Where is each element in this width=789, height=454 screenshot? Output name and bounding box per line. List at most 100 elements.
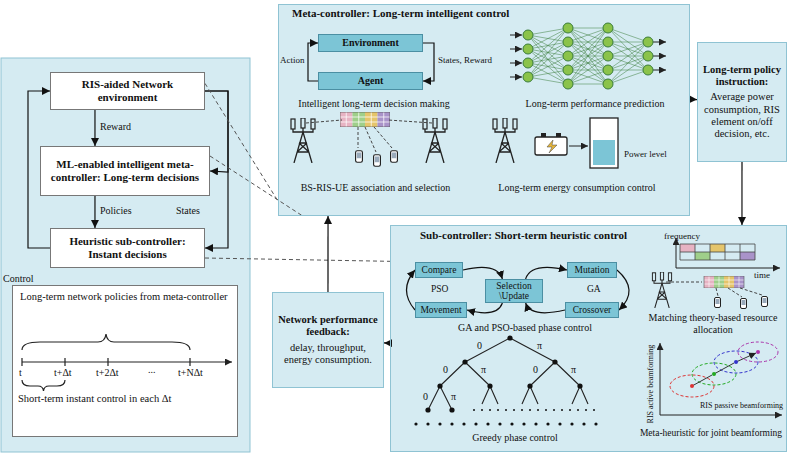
- illustration-part: [462, 422, 465, 425]
- illustration-part: [528, 28, 568, 63]
- illustration-part: [528, 49, 568, 84]
- illustration-part: [546, 422, 549, 425]
- illustration-part: [510, 35, 522, 36]
- inner-box: Compare: [415, 262, 463, 278]
- illustration-part: [568, 28, 608, 84]
- box-text: Sub-controller: Short-term heuristic con…: [420, 229, 656, 242]
- illustration-part: [563, 37, 573, 47]
- illustration-part: [523, 44, 533, 54]
- illustration-part: [608, 42, 648, 56]
- illustration-part: [608, 42, 648, 70]
- illustration-part: [528, 28, 568, 77]
- illustration-part: [522, 422, 525, 425]
- inner-box: Crossover: [565, 302, 619, 318]
- illustration-part: [510, 23, 666, 89]
- connector: [690, 99, 697, 100]
- illustration-part: [582, 422, 585, 425]
- illustration-part: [653, 70, 666, 71]
- illustration-part: [507, 335, 512, 340]
- illustration-part: [486, 422, 489, 425]
- illustration-part: [356, 151, 363, 162]
- illustration-part: [425, 407, 430, 412]
- illustration-part: [680, 244, 755, 260]
- illustration-part: [741, 299, 747, 309]
- illustration-part: [523, 58, 533, 68]
- box-text: Long-term network policies from meta-con…: [20, 291, 230, 303]
- illustration-part: [568, 28, 608, 29]
- illustration-part: [528, 28, 568, 49]
- box-text: Long-term energy consumption control: [472, 182, 682, 194]
- box-text: Heuristic sub-controller: Instant decisi…: [55, 235, 200, 260]
- box-text: Long-term policy instruction:: [702, 64, 782, 88]
- illustration-part: [438, 422, 441, 425]
- illustration-part: [643, 51, 653, 61]
- illustration-part: [510, 422, 513, 425]
- illustration-part: [568, 28, 608, 42]
- illustration-part: [537, 409, 539, 411]
- illustration-part: [676, 238, 677, 268]
- box-text: Intelligent long-term decision making: [284, 98, 464, 110]
- illustration-part: [738, 342, 778, 362]
- box-text: Short-term instant control in each Δt: [18, 393, 236, 405]
- illustration-part: [666, 282, 762, 297]
- inner-box: Movement: [415, 302, 467, 318]
- illustration-part: [568, 28, 608, 56]
- illustration-part: [493, 118, 517, 163]
- illustration-part: [568, 56, 608, 84]
- box-text: Compare: [422, 265, 457, 275]
- illustration-part: [577, 409, 579, 411]
- illustration-part: [568, 28, 608, 70]
- box-text: ML-enabled intelligent meta-controller: …: [45, 158, 205, 183]
- illustration-part: [695, 252, 710, 260]
- illustration-part: [643, 65, 653, 75]
- illustration-part: [608, 42, 648, 56]
- connector: [308, 43, 318, 81]
- inner-box: Environment: [318, 34, 423, 52]
- illustration-part: [570, 422, 573, 425]
- illustration-part: [590, 118, 618, 168]
- illustration-part: [608, 42, 648, 70]
- illustration-part: [710, 244, 725, 252]
- box-text: BS-RIS-UE association and selection: [283, 182, 468, 194]
- illustration-part: [569, 146, 588, 147]
- connector: [407, 270, 416, 310]
- illustration-part: [660, 415, 782, 416]
- illustration-part: [528, 56, 568, 77]
- figure-label: ...: [148, 364, 156, 375]
- illustration-part: [22, 380, 65, 391]
- inner-box: Agent: [318, 72, 423, 90]
- illustration-part: [712, 372, 716, 376]
- figure-label: RIS passive beamforming: [700, 402, 783, 411]
- illustration-part: [428, 338, 588, 410]
- box-text: Meta-controller: Long-term intelligent c…: [292, 7, 552, 20]
- illustration-part: [568, 28, 608, 84]
- illustration-part: [568, 28, 608, 56]
- illustration-part: [558, 422, 561, 425]
- illustration-part: [762, 297, 768, 307]
- illustration-part: [391, 151, 398, 162]
- illustration-part: [660, 343, 661, 415]
- illustration-part: [449, 407, 454, 412]
- illustration-part: [680, 244, 695, 252]
- figure-label: 0: [477, 340, 482, 351]
- diagram-box: Sub-controller: Short-term heuristic con…: [390, 225, 787, 452]
- illustration-part: [568, 84, 608, 85]
- illustration-part: [528, 63, 568, 84]
- illustration-part: [534, 422, 537, 425]
- figure-label: t+Δt: [54, 367, 72, 378]
- box-text: delay, throughput, energy consumption.: [277, 342, 379, 366]
- illustration-part: [529, 409, 531, 411]
- illustration-part: [425, 335, 582, 412]
- illustration-part: [510, 63, 522, 64]
- connector: [526, 303, 565, 313]
- connector: [94, 110, 95, 146]
- illustration-part: [553, 409, 555, 411]
- inner-box: Selection \Update: [485, 279, 543, 303]
- figure-label: 0: [443, 364, 448, 375]
- illustration-part: [374, 155, 381, 166]
- illustration-part: [585, 409, 587, 411]
- illustration-part: [563, 23, 573, 33]
- illustration-part: [593, 409, 595, 411]
- box-text: Network performance feedback:: [277, 314, 379, 338]
